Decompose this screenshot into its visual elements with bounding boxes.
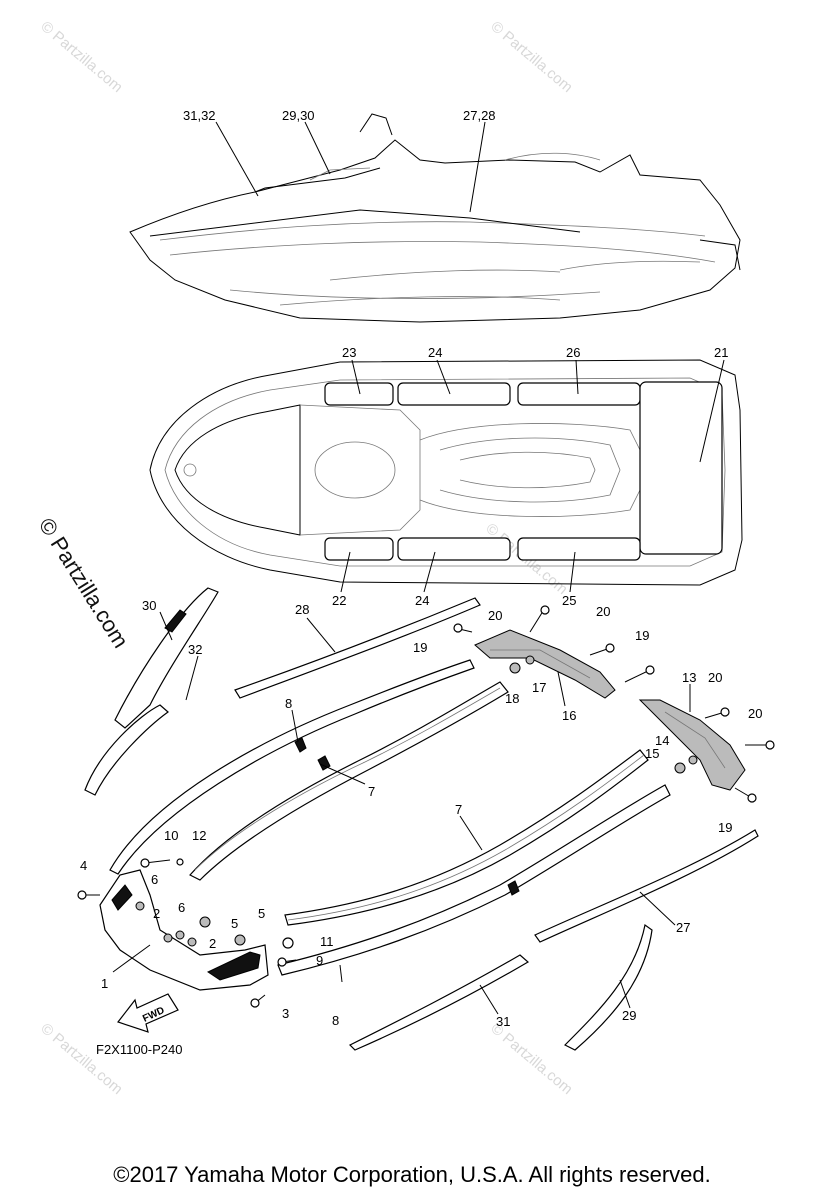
callout-14: 14 (655, 733, 669, 748)
callout-29: 29 (622, 1008, 636, 1023)
watermark: © Partzilla.com (487, 18, 575, 96)
mat-23 (324, 382, 394, 406)
callout-7-a: 7 (368, 784, 375, 799)
callout-18: 18 (505, 691, 519, 706)
callout-23: 23 (342, 345, 356, 360)
callout-12: 12 (192, 828, 206, 843)
mat-22 (324, 537, 394, 561)
mat-24-bottom (397, 537, 511, 561)
mat-24-top (397, 382, 511, 406)
callout-26: 26 (566, 345, 580, 360)
copyright-notice: ©2017 Yamaha Motor Corporation, U.S.A. A… (113, 1162, 711, 1187)
callout-2-a: 2 (153, 906, 160, 921)
fasteners (77, 605, 775, 1008)
callout-11: 11 (320, 934, 334, 949)
callout-10: 10 (164, 828, 178, 843)
callout-20-a: 20 (488, 608, 502, 623)
callout-27-28: 27,28 (463, 108, 496, 123)
side-watermark: © Partzilla.com (34, 513, 134, 652)
callout-8-a: 8 (285, 696, 292, 711)
callouts: 31,32 29,30 27,28 23 24 26 21 22 24 25 3… (80, 108, 762, 1029)
stripe-29 (563, 923, 653, 1051)
callout-3: 3 (282, 1006, 289, 1021)
rail-8-right (277, 784, 671, 976)
callout-27: 27 (676, 920, 690, 935)
callout-25: 25 (562, 593, 576, 608)
callout-29-30: 29,30 (282, 108, 315, 123)
rail-7-right (284, 749, 649, 926)
callout-2-b: 2 (209, 936, 216, 951)
bracket-16 (474, 629, 616, 699)
callout-7-b: 7 (455, 802, 462, 817)
decal-30-32 (84, 587, 219, 796)
watermark: © Partzilla.com (37, 18, 125, 96)
stripe-27 (534, 829, 759, 943)
mat-21 (639, 381, 723, 555)
stripe-28 (234, 597, 481, 699)
callout-20-b: 20 (596, 604, 610, 619)
callout-32: 32 (188, 642, 202, 657)
callout-24-top: 24 (428, 345, 442, 360)
callout-19-a: 19 (413, 640, 427, 655)
watermark: © Partzilla.com (37, 1020, 125, 1098)
callout-5-b: 5 (258, 906, 265, 921)
callout-22: 22 (332, 593, 346, 608)
callout-6-a: 6 (151, 872, 158, 887)
mat-26 (517, 382, 641, 406)
callout-13: 13 (682, 670, 696, 685)
callout-21: 21 (714, 345, 728, 360)
stripe-31 (348, 954, 530, 1051)
top-view-craft (149, 359, 743, 586)
fwd-arrow: FWD (117, 993, 179, 1033)
callout-6-b: 6 (178, 900, 185, 915)
callout-8-b: 8 (332, 1013, 339, 1028)
callout-16: 16 (562, 708, 576, 723)
leader-lines (112, 121, 725, 1015)
mat-25 (517, 537, 641, 561)
callout-19-b: 19 (635, 628, 649, 643)
rail-7-left (189, 681, 509, 881)
side-view-craft (129, 113, 741, 323)
bracket-13 (638, 699, 746, 791)
callout-9: 9 (316, 953, 323, 968)
watermark: © Partzilla.com (487, 1020, 575, 1098)
callout-30: 30 (142, 598, 156, 613)
callout-24-bottom: 24 (415, 593, 429, 608)
callout-19-c: 19 (718, 820, 732, 835)
figure-code: F2X1100-P240 (96, 1042, 183, 1057)
callout-17: 17 (532, 680, 546, 695)
callout-28: 28 (295, 602, 309, 617)
callout-20-d: 20 (748, 706, 762, 721)
callout-4: 4 (80, 858, 87, 873)
callout-5-a: 5 (231, 916, 238, 931)
callout-20-c: 20 (708, 670, 722, 685)
callout-15: 15 (645, 746, 659, 761)
callout-31: 31 (496, 1014, 510, 1029)
front-bumper-1 (99, 869, 269, 991)
callout-1: 1 (101, 976, 108, 991)
callout-31-32: 31,32 (183, 108, 216, 123)
